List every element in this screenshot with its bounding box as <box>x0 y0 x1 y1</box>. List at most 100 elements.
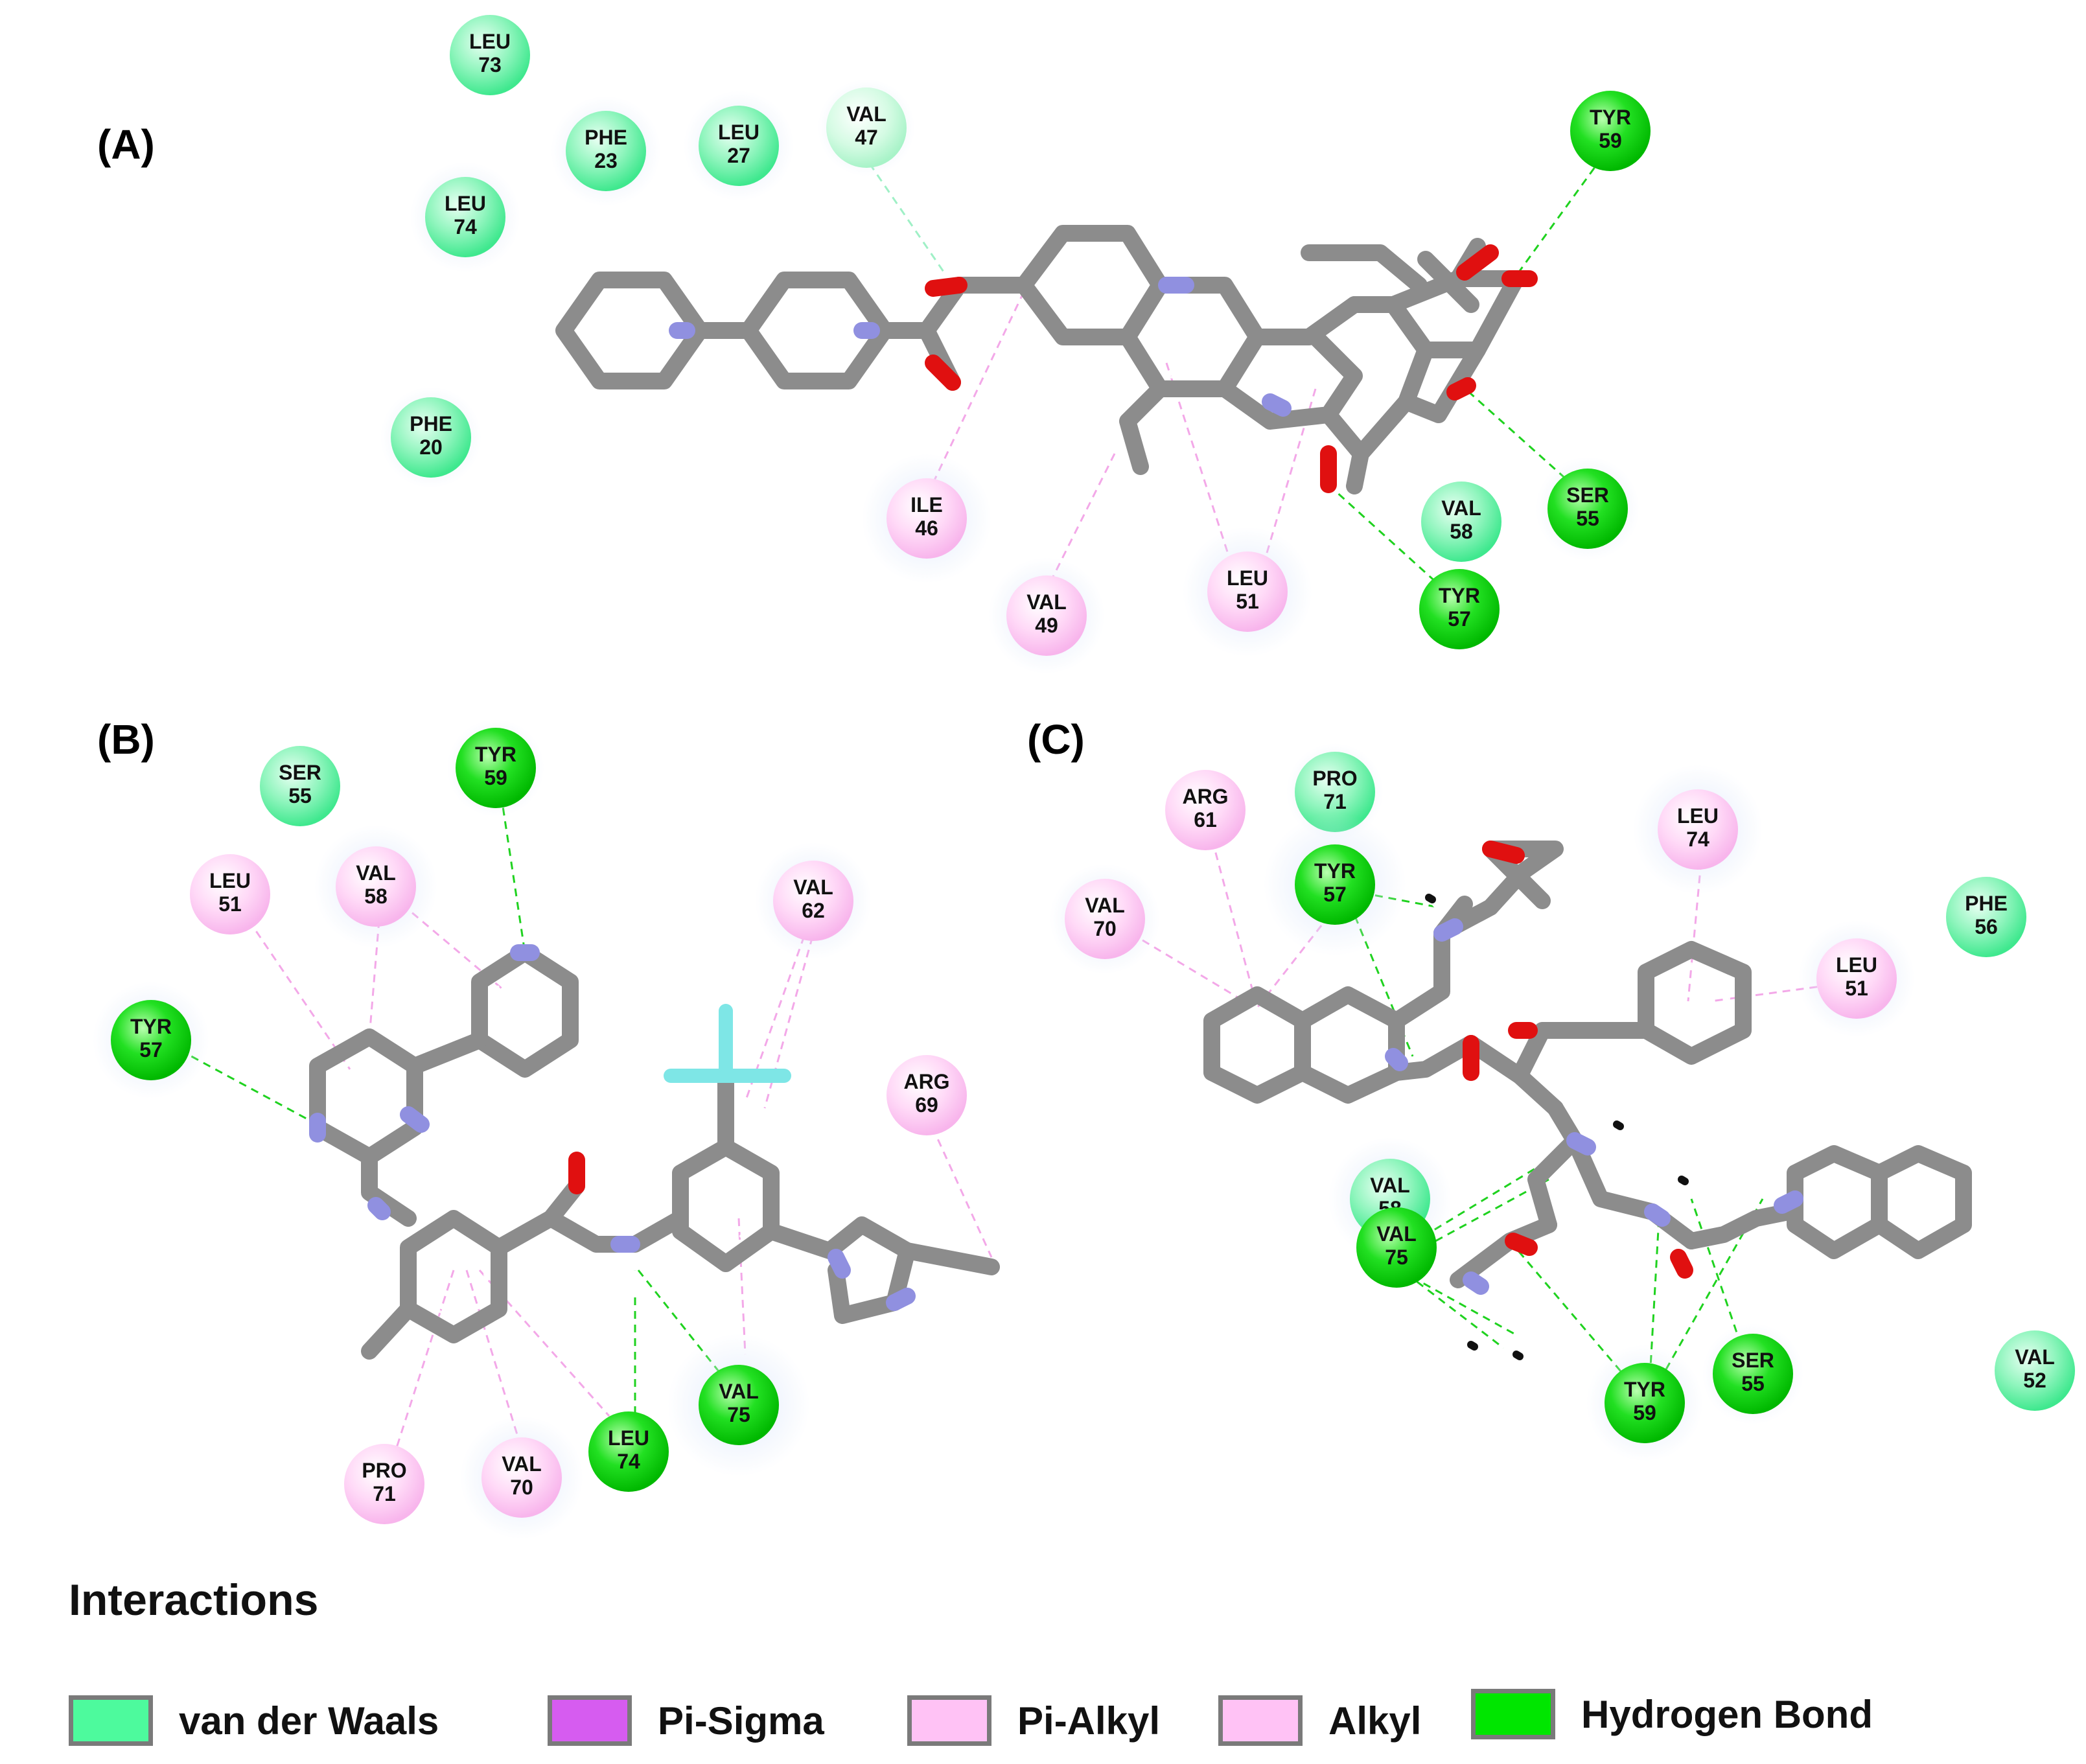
svg-text:58: 58 <box>364 885 388 908</box>
svg-text:73: 73 <box>478 53 502 76</box>
svg-text:58: 58 <box>1450 520 1473 543</box>
panel-label-a: (A) <box>97 121 155 168</box>
residue-leu-51: LEU 51 <box>190 854 270 934</box>
legend-item-pi-alkyl: Pi-Alkyl <box>907 1691 1160 1750</box>
hbond-line <box>1327 483 1453 598</box>
residue-arg-61: ARG 61 <box>1165 770 1246 850</box>
alkyl-line <box>1256 903 1339 1008</box>
residue-ser-55: SER 55 <box>1536 457 1640 561</box>
svg-text:SER: SER <box>1732 1349 1774 1372</box>
residue-tyr-59: TYR 59 <box>1586 1345 1703 1461</box>
residue-tyr-59: TYR 59 <box>447 719 544 817</box>
residue-pro-71: PRO 71 <box>344 1444 424 1524</box>
svg-text:75: 75 <box>1385 1246 1408 1269</box>
svg-text:51: 51 <box>218 892 242 916</box>
legend-item-pi-sigma: Pi-Sigma <box>548 1691 824 1750</box>
residue-tyr-57: TYR 57 <box>1264 813 1406 956</box>
svg-text:55: 55 <box>288 784 312 807</box>
svg-text:59: 59 <box>1633 1401 1656 1424</box>
residue-val-70: VAL 70 <box>1050 864 1160 974</box>
legend-swatch-pi-alkyl <box>907 1695 991 1746</box>
svg-text:TYR: TYR <box>1439 584 1480 607</box>
svg-text:57: 57 <box>1323 883 1347 906</box>
svg-text:LEU: LEU <box>718 121 759 144</box>
svg-text:74: 74 <box>1686 828 1709 851</box>
svg-text:47: 47 <box>855 126 878 149</box>
residue-tyr-57: TYR 57 <box>93 982 209 1098</box>
residue-val-52: VAL 52 <box>1995 1330 2075 1411</box>
hbond-line <box>1651 1198 1764 1394</box>
alkyl-line <box>394 1270 455 1452</box>
svg-text:52: 52 <box>2023 1369 2046 1392</box>
svg-text:LEU: LEU <box>469 30 511 53</box>
residue-phe-20: PHE 20 <box>380 387 481 488</box>
svg-text:59: 59 <box>1599 129 1622 152</box>
alkyl-line <box>1049 453 1116 584</box>
panel-b: SER 55 TYR 59 LEU 51 VAL 58 <box>93 719 1000 1539</box>
alkyl-line <box>925 1114 993 1258</box>
alkyl-line <box>465 1270 520 1439</box>
svg-text:20: 20 <box>419 435 443 459</box>
svg-text:SER: SER <box>279 761 321 784</box>
svg-text:23: 23 <box>594 149 618 172</box>
svg-text:49: 49 <box>1035 614 1058 637</box>
residue-phe-23: PHE 23 <box>551 96 661 206</box>
svg-text:74: 74 <box>454 215 477 238</box>
panel-a: LEU 73 PHE 23 LEU 27 VAL 47 <box>380 15 1651 674</box>
svg-text:VAL: VAL <box>1026 590 1067 614</box>
svg-text:70: 70 <box>510 1476 533 1499</box>
svg-text:TYR: TYR <box>1314 859 1356 883</box>
svg-text:LEU: LEU <box>209 869 251 892</box>
svg-text:46: 46 <box>915 516 938 540</box>
svg-text:LEU: LEU <box>1836 953 1877 977</box>
residue-leu-73: LEU 73 <box>450 15 530 95</box>
svg-text:PHE: PHE <box>585 126 627 149</box>
legend-label-vdw: van der Waals <box>179 1699 439 1743</box>
ligand-c <box>1203 841 1972 1360</box>
svg-text:ARG: ARG <box>903 1070 949 1093</box>
panel-b-residues: SER 55 TYR 59 LEU 51 VAL 58 <box>93 719 967 1539</box>
svg-text:TYR: TYR <box>1624 1378 1665 1401</box>
panel-a-residues: LEU 73 PHE 23 LEU 27 VAL 47 <box>380 15 1651 674</box>
svg-text:VAL: VAL <box>1441 496 1481 520</box>
residue-val-47: VAL 47 <box>818 79 915 176</box>
legend-item-vdw: van der Waals <box>69 1691 439 1750</box>
legend-item-alkyl: Alkyl <box>1218 1691 1421 1750</box>
residue-pro-71: PRO 71 <box>1286 743 1384 841</box>
svg-text:SER: SER <box>1566 483 1609 507</box>
svg-text:ILE: ILE <box>910 493 943 516</box>
svg-text:69: 69 <box>915 1093 938 1117</box>
residue-leu-51: LEU 51 <box>1798 920 1915 1037</box>
svg-text:LEU: LEU <box>445 192 486 215</box>
svg-text:61: 61 <box>1194 808 1217 831</box>
svg-text:VAL: VAL <box>2015 1345 2055 1369</box>
svg-text:TYR: TYR <box>475 743 516 766</box>
residue-val-62: VAL 62 <box>755 842 872 959</box>
panel-label-c: (C) <box>1027 716 1085 763</box>
residue-arg-69: ARG 69 <box>887 1055 967 1135</box>
svg-text:62: 62 <box>802 899 825 922</box>
svg-text:51: 51 <box>1845 977 1868 1000</box>
svg-text:56: 56 <box>1975 915 1998 938</box>
svg-text:PHE: PHE <box>1965 892 2008 915</box>
svg-text:74: 74 <box>617 1450 640 1473</box>
panel-label-b: (B) <box>97 716 155 763</box>
svg-text:VAL: VAL <box>1370 1174 1410 1197</box>
svg-text:27: 27 <box>727 144 750 167</box>
svg-text:55: 55 <box>1741 1372 1765 1395</box>
svg-text:57: 57 <box>1448 607 1471 631</box>
legend-item-hbond: Hydrogen Bond <box>1471 1685 1873 1743</box>
hbond-line <box>1406 1272 1504 1349</box>
svg-text:LEU: LEU <box>1227 566 1268 590</box>
residue-leu-74: LEU 74 <box>410 162 520 272</box>
alkyl-line <box>1207 826 1258 1008</box>
svg-text:71: 71 <box>373 1482 396 1505</box>
residue-val-58: VAL 58 <box>314 825 437 948</box>
panel-c-residues: ARG 61 PRO 71 LEU 74 TYR 57 <box>1050 743 2075 1461</box>
svg-text:PHE: PHE <box>410 412 452 435</box>
residue-ser-55: SER 55 <box>260 746 340 826</box>
ligand-b <box>309 944 1000 1360</box>
hbond-line <box>1399 1269 1517 1336</box>
svg-text:LEU: LEU <box>1677 804 1719 828</box>
